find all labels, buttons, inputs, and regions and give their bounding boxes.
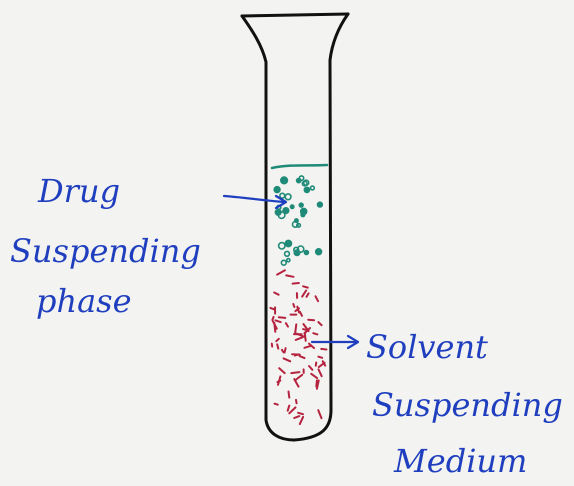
- drug-particle: [283, 208, 289, 214]
- medium-particle: [293, 283, 299, 284]
- drug-particle: [301, 213, 305, 217]
- drug-label-line3: phase: [36, 282, 132, 320]
- drug-label-line2: Suspending: [10, 232, 201, 270]
- drug-particle: [316, 249, 322, 255]
- drug-label-line1: Drug: [37, 172, 120, 210]
- solvent-label-line3: Medium: [393, 442, 527, 480]
- medium-particle: [318, 357, 322, 358]
- medium-particle: [295, 324, 296, 332]
- drug-particle: [297, 179, 301, 183]
- medium-particle: [289, 392, 290, 398]
- drug-particle: [304, 251, 308, 255]
- medium-particle: [277, 344, 278, 348]
- medium-particle: [321, 349, 326, 350]
- medium-particle: [293, 304, 294, 307]
- drug-particle: [299, 203, 303, 207]
- drug-particle: [275, 210, 281, 216]
- drug-particle: [304, 187, 309, 192]
- medium-particle: [291, 372, 299, 373]
- medium-particle: [298, 413, 303, 414]
- medium-particle: [308, 320, 314, 321]
- solvent-label-line2: Suspending: [372, 386, 563, 424]
- medium-particle: [275, 404, 278, 405]
- medium-particle: [313, 333, 317, 334]
- medium-particle: [272, 317, 273, 320]
- medium-particle: [285, 348, 286, 352]
- medium-particle: [279, 317, 286, 318]
- medium-particle: [303, 286, 308, 287]
- drug-particle: [274, 187, 280, 193]
- medium-particle: [296, 400, 297, 403]
- solvent-label-line1: Solvent: [366, 328, 488, 366]
- drug-particle: [285, 240, 291, 246]
- drug-particle: [318, 202, 323, 207]
- tube-rim: [242, 14, 348, 16]
- drug-particle: [291, 205, 294, 208]
- medium-particle: [286, 275, 293, 276]
- medium-particle: [305, 333, 306, 341]
